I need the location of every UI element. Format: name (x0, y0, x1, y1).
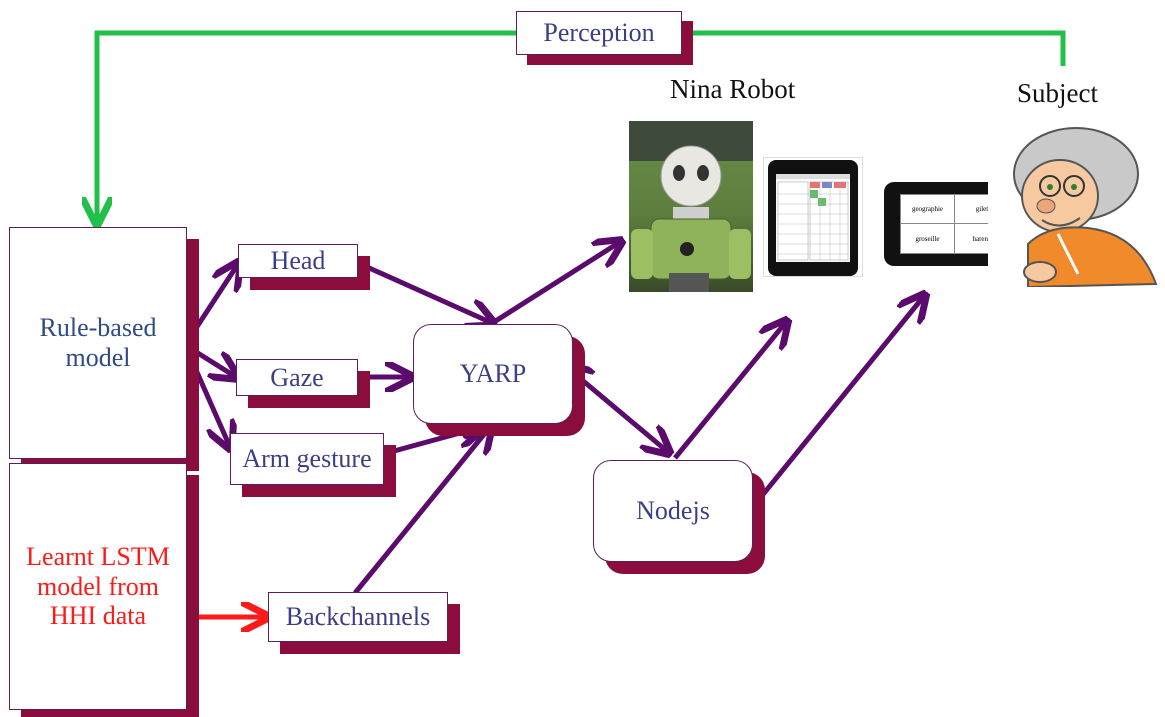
perception-label: Perception (543, 18, 655, 48)
nodejs-box: Nodejs (593, 460, 753, 562)
robot-title: Nina Robot (670, 74, 796, 104)
arrow-model-to-head (182, 264, 238, 347)
arrow-nodejs-to-subject-tablet (750, 296, 924, 510)
subject-illustration (988, 124, 1163, 289)
backchannels-box: Backchannels (268, 592, 448, 642)
rule-based-model-box: Rule-based model (9, 227, 187, 459)
tablet-word[interactable]: geographie (901, 195, 955, 224)
arrow-model-to-gaze (183, 342, 236, 377)
robot-tablet (763, 157, 863, 277)
gaze-label: Gaze (270, 362, 324, 392)
arrow-model-to-arm (182, 343, 230, 447)
head-box: Head (238, 244, 358, 278)
arrow-yarp-nodejs (582, 380, 668, 452)
lstm-model-label: Learnt LSTM model from HHI data (26, 541, 170, 631)
rule-based-model-label: Rule-based model (39, 313, 157, 372)
robot-tablet-frame (768, 160, 858, 276)
robot-illustration (629, 121, 753, 292)
arrow-nodejs-to-robot-tablet (673, 322, 786, 460)
tablet-word[interactable]: gilet (955, 195, 1009, 224)
arm-gesture-box: Arm gesture (230, 433, 384, 485)
yarp-label: YARP (459, 359, 527, 389)
elderly-woman-cartoon (1013, 127, 1158, 289)
arrow-head-to-yarp (356, 260, 492, 323)
tablet-word[interactable]: hareng (972, 234, 992, 243)
tablet-word[interactable]: groseille (901, 224, 955, 253)
perception-label-box: Perception (516, 11, 682, 55)
lstm-model-box: Learnt LSTM model from HHI data (9, 463, 187, 710)
robot-tablet-grid (776, 174, 850, 261)
subject-title: Subject (1017, 78, 1098, 108)
nodejs-label: Nodejs (636, 496, 710, 526)
arm-gesture-label: Arm gesture (242, 444, 372, 474)
yarp-box: YARP (413, 324, 573, 424)
robot-photo (629, 121, 753, 292)
arrow-yarp-to-robot (492, 242, 620, 325)
backchannels-label: Backchannels (285, 602, 431, 632)
arrow-arm-to-yarp (382, 427, 482, 457)
robot-tablet-screen (776, 174, 850, 262)
arrow-backchannels-to-yarp (353, 427, 490, 595)
head-label: Head (270, 246, 326, 276)
gaze-box: Gaze (236, 359, 358, 396)
